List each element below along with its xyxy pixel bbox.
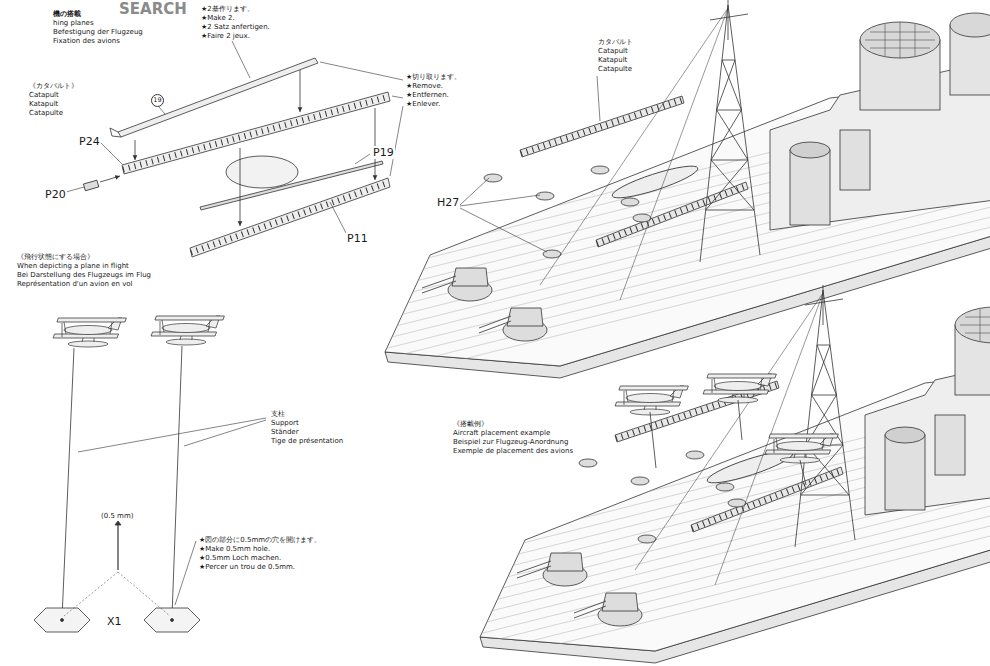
heading-text: hing planes <box>52 19 95 28</box>
note-text: ★Make 0.5mm hole. <box>198 545 271 554</box>
part-number: P24 <box>78 135 101 148</box>
section-heading: Aircraft placement example <box>452 429 551 438</box>
note-text: ★2基作ります。 <box>200 5 255 14</box>
part-label: Support <box>270 419 300 428</box>
section-heading: When depicting a plane in flight <box>16 262 130 271</box>
part-label: 支柱 <box>270 410 286 419</box>
part-label: カタパルト <box>597 38 634 47</box>
part-number: P19 <box>372 146 395 159</box>
note-text: ★Percer un trou de 0.5mm. <box>198 563 296 572</box>
callout-number: 19 <box>151 94 164 107</box>
part-label: Ständer <box>270 428 300 437</box>
note-text: ★Make 2. <box>200 14 236 23</box>
note-text: ★Remove. <box>405 82 444 91</box>
heading-text: Fixation des avions <box>52 37 121 46</box>
section-heading: Catapulte <box>28 109 64 118</box>
heading-text: 機の搭載 <box>52 10 82 19</box>
part-label: Katapult <box>597 56 628 65</box>
note-text: ★Entfernen. <box>405 91 450 100</box>
note-text: ★Faire 2 jeux. <box>200 32 251 41</box>
section-heading: Bei Darstellung des Flugzeugs im Flug <box>16 271 152 280</box>
part-number: X1 <box>106 615 123 628</box>
section-heading: Katapult <box>28 100 59 109</box>
note-text: ★2 Satz anfertigen. <box>200 23 271 32</box>
note-text: ★0.5mm Loch machen. <box>198 554 282 563</box>
section-heading: Représentation d'un avion en vol <box>16 280 134 289</box>
section-heading: Catapult <box>28 91 60 100</box>
heading-text: Befestigung der Flugzeug <box>52 28 144 37</box>
note-text: ★図の部分に0.5mmの穴を開けます。 <box>198 536 322 545</box>
dimension-label: (0.5 mm) <box>100 512 134 521</box>
part-label: Tige de présentation <box>270 437 344 446</box>
section-heading: Beispiel zur Flugzeug-Anordnung <box>452 438 569 447</box>
part-label: Catapult <box>597 47 629 56</box>
section-heading: 《カタパルト》 <box>28 82 79 91</box>
part-number: P11 <box>346 232 369 245</box>
part-number: H27 <box>436 196 460 209</box>
watermark: SEARCH <box>118 1 188 18</box>
note-text: ★切り取ります。 <box>405 73 462 82</box>
part-label: Catapulte <box>597 65 633 74</box>
section-heading: 《飛行状態にする場合》 <box>16 253 95 262</box>
section-heading: Exemple de placement des avions <box>452 447 574 456</box>
part-number: P20 <box>44 188 67 201</box>
note-text: ★Enlever. <box>405 100 441 109</box>
section-heading: 《搭載例》 <box>452 420 489 429</box>
